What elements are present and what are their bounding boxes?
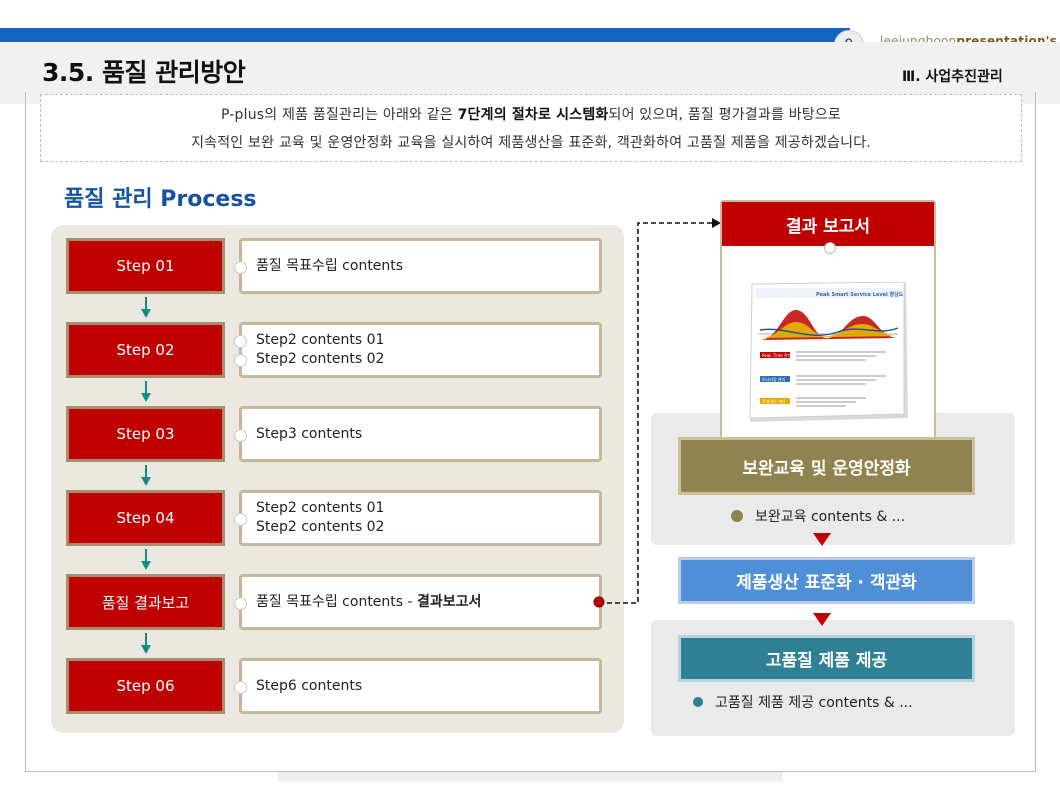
step-content-4: Step2 contents 01 Step2 contents 02 <box>234 490 602 546</box>
step-content-3: Step3 contents <box>234 406 602 462</box>
step-content-6: Step6 contents <box>234 658 602 714</box>
bullet-dot <box>234 429 247 442</box>
bullet-dot <box>234 354 247 367</box>
step-box-6[interactable]: Step 06 <box>66 658 225 714</box>
report-dot <box>824 242 836 254</box>
header-accent-bar <box>0 28 850 42</box>
standardization-box[interactable]: 제품생산 표준화 · 객관화 <box>678 557 975 604</box>
quality-note: 고품질 제품 제공 contents & ... <box>693 692 913 712</box>
report-title: 결과 보고서 <box>722 202 934 246</box>
svg-text:모니터링 관리: 모니터링 관리 <box>762 376 786 382</box>
bullet-dot <box>234 681 247 694</box>
training-note: 보완교육 contents & ... <box>731 506 905 526</box>
bullet-dot <box>234 597 247 610</box>
svg-text:Peak Smart Service Level 향상도: Peak Smart Service Level 향상도 <box>816 291 904 298</box>
quality-product-box[interactable]: 고품질 제품 제공 <box>678 635 975 682</box>
step-box-2[interactable]: Step 02 <box>66 322 225 378</box>
step-box-1[interactable]: Step 01 <box>66 238 225 294</box>
section-label: Ⅲ. 사업추진관리 <box>902 69 1003 85</box>
bullet-dot <box>693 697 703 707</box>
report-card[interactable]: 결과 보고서 Peak Smart Service Level 향상도 Peak… <box>720 200 936 452</box>
training-box[interactable]: 보완교육 및 운영안정화 <box>678 437 975 495</box>
intro-box: P-plus의 제품 품질관리는 아래와 같은 7단계의 절차로 시스템화되어 … <box>40 94 1022 162</box>
page-title: 3.5. 품질 관리방안 <box>42 58 246 87</box>
step-box-3[interactable]: Step 03 <box>66 406 225 462</box>
step-content-5: 품질 목표수립 contents - 결과보고서 <box>234 574 602 630</box>
bullet-dot <box>731 510 743 522</box>
report-document-icon: Peak Smart Service Level 향상도 Peak Time 관… <box>749 282 908 422</box>
bullet-dot <box>234 513 247 526</box>
footer-strip <box>278 772 783 782</box>
step-content-1: 품질 목표수립 contents <box>234 238 602 294</box>
arrow-down-icon <box>141 633 151 655</box>
step-box-5[interactable]: 품질 결과보고 <box>66 574 225 630</box>
arrow-down-icon <box>141 381 151 403</box>
step-box-4[interactable]: Step 04 <box>66 490 225 546</box>
intro-line-1: P-plus의 제품 품질관리는 아래와 같은 7단계의 절차로 시스템화되어 … <box>220 107 842 123</box>
intro-line-2: 지속적인 보완 교육 및 운영안정화 교육을 실시하여 제품생산을 표준화, 객… <box>191 135 871 151</box>
process-title: 품질 관리 Process <box>64 187 257 212</box>
svg-text:운영관리 개선: 운영관리 개선 <box>762 398 786 404</box>
bullet-dot <box>234 335 247 348</box>
arrow-down-icon <box>813 613 831 626</box>
svg-text:Peak Time 관리: Peak Time 관리 <box>762 352 792 358</box>
arrow-down-icon <box>141 465 151 487</box>
arrow-down-icon <box>141 549 151 571</box>
step-content-2: Step2 contents 01 Step2 contents 02 <box>234 322 602 378</box>
arrow-down-icon <box>141 297 151 319</box>
arrow-down-icon <box>813 533 831 546</box>
bullet-dot <box>234 261 247 274</box>
title-band <box>0 42 1060 104</box>
